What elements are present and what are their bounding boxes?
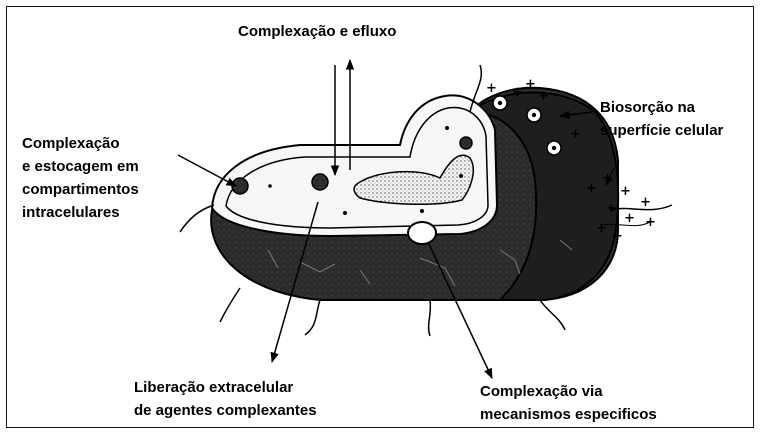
label-intracellular-storage: Complexação e estocagem em compartimento…: [22, 132, 139, 224]
label-biosorption: Biosorção na superfície celular: [600, 96, 723, 142]
svg-text:+: +: [538, 89, 549, 104]
organelle-2: [312, 174, 328, 190]
label-complexation-efflux: Complexação e efluxo: [238, 20, 396, 43]
svg-text:+: +: [640, 195, 651, 210]
svg-text:+: +: [612, 229, 623, 244]
organelle-3: [460, 137, 472, 149]
label-extracellular-release: Liberação extracelular de agentes comple…: [134, 376, 317, 422]
svg-text:+: +: [606, 201, 617, 216]
transport-vesicle: [408, 222, 436, 244]
label-specific-mechanisms: Complexação via mecanismos especificos: [480, 380, 657, 426]
svg-text:+: +: [620, 184, 631, 199]
flagellum-left: [180, 205, 214, 232]
svg-text:+: +: [624, 211, 635, 226]
svg-text:+: +: [645, 215, 656, 230]
organelle-1: [232, 178, 248, 194]
svg-text:+: +: [570, 127, 581, 142]
svg-text:+: +: [525, 77, 536, 92]
svg-text:+: +: [596, 221, 607, 236]
svg-text:+: +: [586, 181, 597, 196]
svg-text:+: +: [512, 85, 523, 100]
arrow-intracellular: [178, 155, 236, 186]
svg-text:+: +: [486, 81, 497, 96]
